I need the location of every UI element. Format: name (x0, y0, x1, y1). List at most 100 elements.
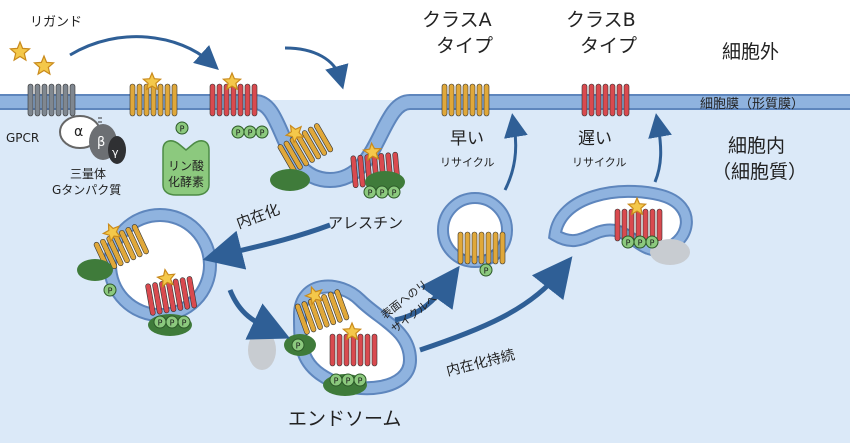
ligand-star (284, 124, 305, 144)
phospho-badge: P (291, 338, 305, 352)
arrestin-a-vesicle (77, 259, 113, 281)
svg-text:P: P (484, 267, 489, 276)
class-a-label-2: タイプ (436, 35, 493, 57)
class-a-membrane (441, 83, 490, 117)
svg-text:P: P (392, 189, 397, 198)
arrow-binding (69, 35, 219, 71)
arrow-to-pit (284, 46, 349, 90)
class-b-label-1: クラスB (566, 9, 636, 31)
gpcr-inactive (27, 83, 76, 117)
svg-text:P: P (334, 377, 339, 386)
class-b-label-2: タイプ (580, 35, 637, 57)
svg-text:P: P (260, 129, 265, 138)
phospho-badge: P (363, 185, 377, 199)
g-protein-trimer: α β γ (59, 115, 126, 164)
svg-text:P: P (638, 239, 643, 248)
alpha-label: α (74, 124, 83, 140)
svg-text:P: P (346, 377, 351, 386)
svg-text:P: P (368, 189, 373, 198)
svg-text:P: P (650, 239, 655, 248)
gamma-label: γ (112, 146, 119, 159)
beta-label: β (97, 135, 105, 150)
svg-text:P: P (380, 189, 385, 198)
arrow-fast-recycle (503, 113, 528, 191)
ligand-star (341, 321, 363, 341)
kinase-label-2: 化酵素 (168, 175, 204, 189)
phospho-badge: P (255, 125, 269, 139)
arrows (69, 35, 672, 353)
svg-text:P: P (626, 239, 631, 248)
class-a-recycling (457, 231, 506, 265)
fast-label: 早い (450, 129, 484, 149)
slow-recycle-label: リサイクル (572, 156, 626, 169)
slow-label: 遅い (578, 129, 612, 149)
endosome-label: エンドソーム (288, 408, 401, 430)
ligand-star (221, 71, 243, 91)
arrestin-label: アレスチン (328, 214, 403, 232)
svg-text:P: P (358, 377, 363, 386)
phospho-badge: P (645, 235, 659, 249)
class-b-membrane (581, 83, 630, 117)
phospho-badge: P (103, 283, 117, 297)
svg-text:P: P (180, 125, 185, 134)
extracellular-label: 細胞外 (722, 41, 779, 63)
ligand-star (33, 54, 55, 76)
class-b-sustained (614, 196, 663, 242)
ligand-star (9, 40, 31, 62)
class-a-bound (129, 71, 178, 117)
gpcr-label: GPCR (6, 131, 39, 145)
ap2-complex-b (650, 239, 690, 265)
phospho-badge: P (479, 263, 493, 277)
svg-text:P: P (182, 319, 187, 328)
svg-text:P: P (296, 342, 301, 351)
ap2-complex (248, 330, 276, 370)
ligand-star (101, 222, 122, 243)
svg-text:P: P (236, 129, 241, 138)
phospho-badge: P (165, 315, 179, 329)
ligand-star (141, 71, 163, 91)
ligand-star (626, 196, 648, 216)
class-a-endosome (294, 285, 350, 335)
phospho-badge: P (375, 185, 389, 199)
phospho-badge: P (353, 373, 367, 387)
phospho-badge: P (387, 185, 401, 199)
svg-text:P: P (170, 319, 175, 328)
class-b-endosome (329, 321, 378, 367)
arrow-recycle (394, 265, 460, 323)
ligand-star (362, 141, 383, 162)
phospho-badge: P (329, 373, 343, 387)
ligand-star (303, 285, 324, 306)
fast-recycle-label: リサイクル (440, 156, 494, 169)
trimer-label-1: 三量体 (70, 167, 106, 181)
class-b-bound (209, 71, 258, 117)
svg-text:P: P (108, 287, 113, 296)
intracellular-label-1: 細胞内 (728, 135, 785, 157)
arrow-sustained (419, 256, 573, 353)
arrestin-a-pit (270, 169, 310, 191)
phospho-badge: P (633, 235, 647, 249)
kinase-label-1: リン酸 (168, 158, 204, 173)
class-b-vesicle (145, 268, 197, 316)
trimer-label-2: Gタンパク質 (52, 182, 121, 197)
arrow-slow-recycle (648, 113, 672, 183)
phospho-badge: P (175, 121, 189, 135)
phospho-badge: P (231, 125, 245, 139)
arrow-internalization (202, 222, 331, 270)
membrane-label: 細胞膜（形質膜） (700, 97, 804, 112)
class-a-label-1: クラスA (422, 9, 492, 31)
arrow-to-endosome (227, 289, 291, 340)
g-gamma (108, 136, 126, 164)
svg-text:P: P (248, 129, 253, 138)
class-a-pit (277, 123, 334, 174)
phospho-badge: P (621, 235, 635, 249)
phospho-badge: P (153, 315, 167, 329)
phospho-badge: P (243, 125, 257, 139)
kinase: リン酸 化酵素 (162, 140, 210, 196)
phospho-badge: P (341, 373, 355, 387)
intracellular-label-2: （細胞質） (712, 161, 807, 183)
ligand-star (156, 268, 176, 288)
phospho-badge: P (177, 315, 191, 329)
svg-text:P: P (158, 319, 163, 328)
